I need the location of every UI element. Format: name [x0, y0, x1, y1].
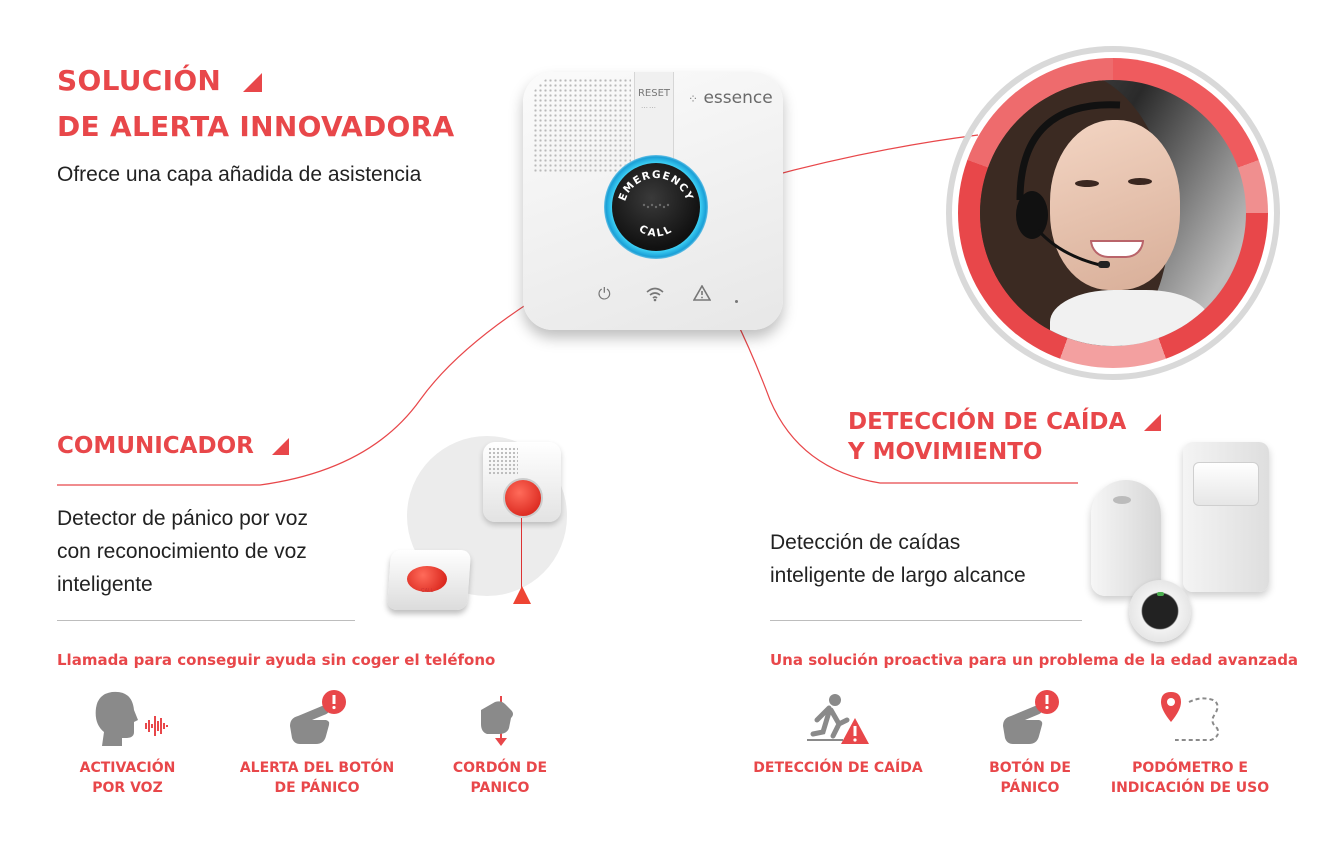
headset-icon [1016, 101, 1121, 268]
feature-panic-button-label-2: PÁNICO [1000, 780, 1060, 796]
reset-dots: ⋯⋯ [641, 105, 657, 112]
feature-panic-cord-label-2: PANICO [470, 780, 530, 796]
pedometer-icon [1161, 692, 1220, 741]
feature-voice-activation-label-2: POR VOZ [92, 780, 163, 796]
communicator-description-line-1: Detector de pánico por voz [57, 507, 308, 530]
emergency-button-label: EMERGENCY CALL [617, 169, 696, 240]
warning-icon [693, 285, 711, 301]
triangle-marker-icon [243, 72, 263, 92]
communicator-description: Detector de pánico por voz con reconocim… [57, 502, 308, 601]
communicator-description-line-2: con reconocimiento de voz [57, 540, 307, 563]
feature-fall-detection-label-1: DETECCIÓN DE CAÍDA [753, 760, 923, 776]
triangle-marker-icon [1144, 414, 1162, 431]
detection-title-line-1: DETECCIÓN DE CAÍDA [848, 409, 1127, 435]
panic-button-icon [1003, 690, 1059, 744]
detection-description-line-1: Detección de caídas [770, 531, 961, 554]
detection-description-line-2: inteligente de largo alcance [770, 564, 1026, 587]
communicator-divider [57, 620, 355, 621]
call-text: CALL [637, 223, 673, 240]
wifi-icon [646, 287, 664, 302]
feature-pedometer-label-2: INDICACIÓN DE USO [1110, 780, 1270, 796]
communicator-product-image: CALL [385, 430, 575, 620]
communicator-tagline: Llamada para conseguir ayuda sin coger e… [57, 651, 496, 669]
feature-panic-button: BOTÓN DE PÁNICO [955, 688, 1105, 798]
speaker-grille [533, 78, 631, 174]
feature-pedometer: PODÓMETRO E INDICACIÓN DE USO [1100, 688, 1280, 798]
communicator-title: COMUNICADOR [57, 431, 289, 461]
emergency-hub-device: RESET ⋯⋯ ⁘ essence EMERGENCY CALL ⏻ [523, 72, 785, 334]
detection-title: DETECCIÓN DE CAÍDA Y MOVIMIENTO [848, 407, 1162, 467]
feature-voice-activation: ACTIVACIÓN POR VOZ [70, 688, 185, 798]
brand-dots-icon: ⁘ [688, 92, 699, 106]
detection-divider [770, 620, 1082, 621]
detection-tagline: Una solución proactiva para un problema … [770, 651, 1299, 669]
feature-panic-button-alert: ALERTA DEL BOTÓN DE PÁNICO [232, 688, 402, 798]
feature-panic-cord: CORDÓN DE PANICO [440, 688, 560, 798]
power-icon: ⏻ [598, 286, 611, 303]
reset-label[interactable]: RESET [637, 88, 671, 99]
panic-button-alert-icon [290, 690, 346, 744]
detection-product-image [1085, 440, 1285, 642]
pendant-call-text: CALL [421, 588, 434, 594]
status-dot [735, 300, 738, 303]
panic-cord-icon [481, 696, 513, 746]
feature-panic-cord-label-1: CORDÓN DE [452, 760, 548, 776]
feature-panic-button-alert-label-1: ALERTA DEL BOTÓN [239, 760, 395, 776]
feature-voice-activation-label-1: ACTIVACIÓN [79, 760, 176, 776]
page-subtitle: Ofrece una capa añadida de asistencia [57, 163, 422, 186]
title-line-1: SOLUCIÓN [57, 64, 222, 97]
page-title: SOLUCIÓN DE ALERTA INNOVADORA [57, 58, 454, 150]
triangle-marker-icon [271, 438, 289, 455]
operator-photo [946, 46, 1280, 380]
communicator-title-text: COMUNICADOR [57, 433, 254, 459]
feature-pedometer-label-1: PODÓMETRO E [1132, 760, 1248, 776]
detection-title-line-2: Y MOVIMIENTO [848, 439, 1043, 465]
brand-name: essence [703, 88, 773, 108]
brand-logo: ⁘ essence [688, 88, 773, 108]
feature-panic-button-alert-label-2: DE PÁNICO [274, 780, 360, 796]
fall-detection-icon [807, 694, 869, 744]
feature-fall-detection: DETECCIÓN DE CAÍDA [748, 688, 928, 778]
emergency-call-button[interactable]: EMERGENCY CALL [604, 155, 708, 259]
feature-panic-button-label-1: BOTÓN DE [989, 760, 1071, 776]
voice-activation-icon [95, 691, 168, 746]
communicator-description-line-3: inteligente [57, 573, 153, 596]
svg-text:CALL: CALL [637, 223, 675, 240]
emergency-text: EMERGENCY [617, 169, 695, 203]
svg-text:EMERGENCY: EMERGENCY [617, 169, 696, 203]
detection-description: Detección de caídas inteligente de largo… [770, 526, 1026, 592]
title-line-2: DE ALERTA INNOVADORA [57, 110, 455, 143]
